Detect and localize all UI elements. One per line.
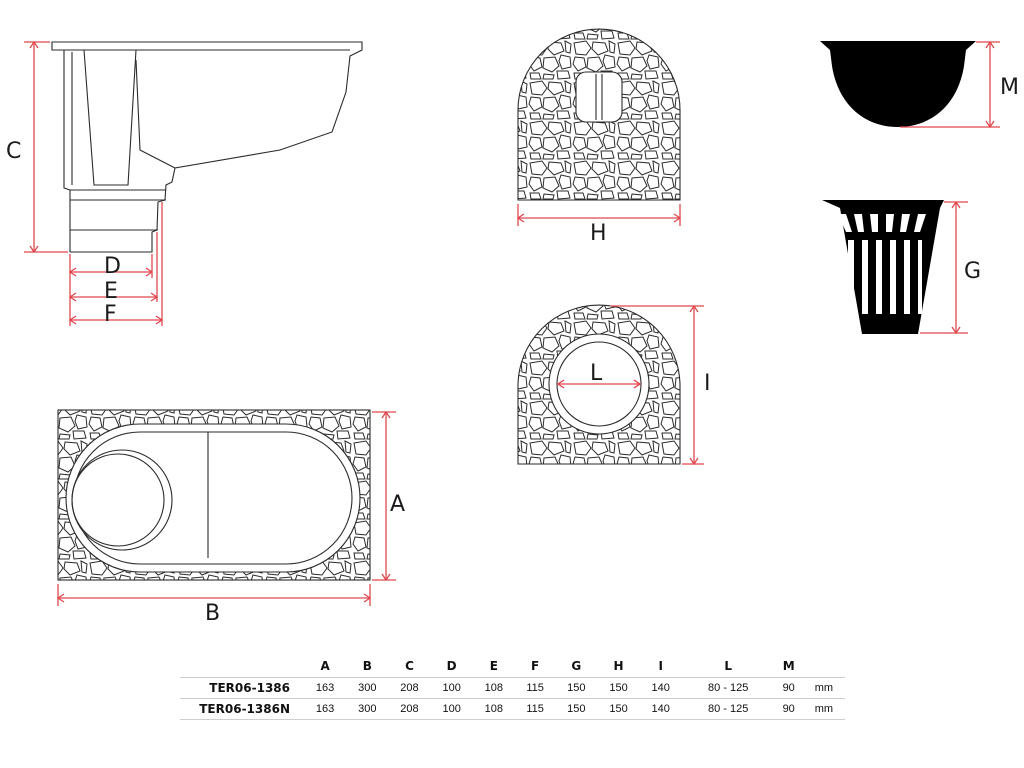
value-G: 150 <box>555 698 598 720</box>
dim-C-line <box>24 40 68 254</box>
label-C: C <box>6 139 21 164</box>
unit: mm <box>802 698 845 720</box>
label-I: I <box>704 371 711 396</box>
side-view <box>51 41 363 253</box>
spec-header-I: I <box>658 659 663 673</box>
value-A: 163 <box>304 698 347 720</box>
value-E: 108 <box>472 677 515 699</box>
dim-A-line <box>372 410 396 582</box>
spec-header-F: F <box>531 659 540 673</box>
spec-header-G: G <box>571 659 582 673</box>
top-view <box>57 409 371 581</box>
spec-header-C: C <box>405 659 414 673</box>
value-F: 115 <box>514 677 556 699</box>
value-F: 115 <box>514 698 556 720</box>
value-H: 150 <box>597 677 640 699</box>
label-G: G <box>964 259 981 284</box>
value-C: 208 <box>388 677 431 699</box>
bowl-part <box>820 41 976 127</box>
label-F: F <box>104 302 117 327</box>
value-D: 100 <box>430 698 473 720</box>
value-L: 80 - 125 <box>681 677 775 699</box>
spec-header-row: A B C D E F G H I L M <box>180 655 845 678</box>
unit: mm <box>802 677 845 699</box>
dim-H-line <box>516 204 682 226</box>
label-A: A <box>390 492 405 517</box>
value-H: 150 <box>597 698 640 720</box>
dim-L-line <box>556 379 642 389</box>
dim-G-line <box>920 200 968 335</box>
spec-header-A: A <box>320 659 330 673</box>
label-L: L <box>590 361 603 386</box>
dim-M-line <box>900 40 1000 129</box>
spec-header-E: E <box>489 659 498 673</box>
front-view-grate <box>517 28 681 201</box>
spec-table: A B C D E F G H I L M TER06-1386 163 300… <box>180 655 845 720</box>
spec-header-M: M <box>782 659 795 673</box>
value-D: 100 <box>430 677 473 699</box>
table-row: TER06-1386 163 300 208 100 108 115 150 1… <box>180 677 845 699</box>
spec-header-D: D <box>446 659 457 673</box>
value-A: 163 <box>304 677 347 699</box>
value-B: 300 <box>346 677 389 699</box>
value-C: 208 <box>388 698 431 720</box>
value-I: 140 <box>639 698 682 720</box>
spec-header-B: B <box>362 659 372 673</box>
dim-DEF-lines <box>68 202 164 326</box>
label-H: H <box>590 221 607 246</box>
technical-drawing: C D E F A B <box>6 28 1019 626</box>
basket-part <box>822 200 944 334</box>
spec-header-H: H <box>613 659 624 673</box>
spec-header-L: L <box>724 659 733 673</box>
label-D: D <box>104 254 121 279</box>
value-I: 140 <box>639 677 682 699</box>
spec-header-blank <box>180 655 304 678</box>
spec-header-unit <box>803 655 845 678</box>
label-M: M <box>1000 75 1019 100</box>
value-E: 108 <box>472 698 515 720</box>
value-G: 150 <box>555 677 598 699</box>
value-L: 80 - 125 <box>681 698 775 720</box>
model-code: TER06-1386N <box>180 698 304 720</box>
table-row: TER06-1386N 163 300 208 100 108 115 150 … <box>180 698 845 720</box>
dim-I-line <box>610 304 704 466</box>
label-E: E <box>104 279 118 304</box>
value-B: 300 <box>346 698 389 720</box>
value-M: 90 <box>774 677 803 699</box>
dim-B-line <box>56 584 372 606</box>
label-B: B <box>205 601 220 626</box>
model-code: TER06-1386 <box>180 677 304 699</box>
value-M: 90 <box>774 698 803 720</box>
